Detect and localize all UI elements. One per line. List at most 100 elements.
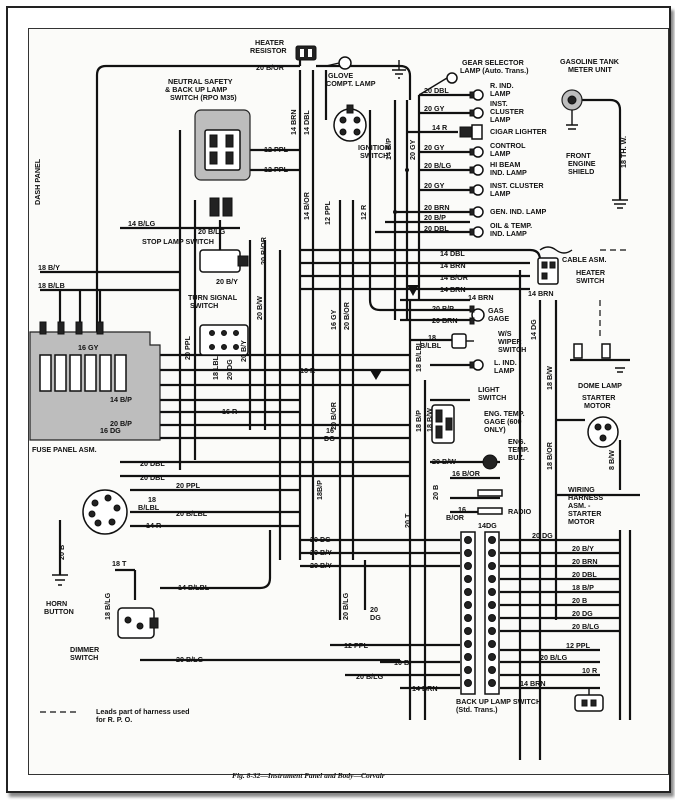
wl-20by-c: 20 B/Y: [310, 548, 332, 557]
legend-note-1: Leads part of harness used: [96, 707, 189, 716]
label-front-3: SHIELD: [568, 167, 594, 176]
wl-20bg-v: 20 B/LG: [341, 592, 350, 620]
connector-pin: [464, 575, 472, 583]
wl-18bw-v: 18 B/W: [545, 366, 554, 390]
wl-20bw-2: 20 B/W: [432, 457, 456, 466]
component-labels: HEATER RESISTOR NEUTRAL SAFETY & BACK UP…: [32, 38, 622, 714]
wl-20b-r: 20 B: [572, 596, 587, 605]
label-gear-1: GEAR SELECTOR: [462, 58, 525, 67]
wl-12r-v: 12 R: [359, 204, 368, 220]
label-neutral-1: NEUTRAL SAFETY: [168, 77, 233, 86]
label-lind-1: L. IND.: [494, 358, 517, 367]
label-cable-asm: CABLE ASM.: [562, 255, 606, 264]
connector-pin: [464, 653, 472, 661]
wl-20gy-b: 20 GY: [424, 143, 445, 152]
label-horn-2: BUTTON: [44, 607, 74, 616]
label-starter-2: MOTOR: [584, 401, 611, 410]
front-engine-shield: [612, 199, 628, 209]
label-gear-2: LAMP (Auto. Trans.): [460, 66, 529, 75]
label-turn-2: SWITCH: [190, 301, 218, 310]
gas-gage: [469, 305, 485, 325]
wl-20gy-v: 20 GY: [408, 139, 417, 160]
label-dimmer-1: DIMMER: [70, 645, 100, 654]
label-harness-1: WIRING: [568, 485, 595, 494]
wl-10b: 10 B: [394, 658, 409, 667]
wl-14brn-c: 14 BRN: [468, 293, 494, 302]
label-eng-temp-1: ENG. TEMP.: [484, 409, 525, 418]
wl-18by: 18 B/Y: [38, 263, 60, 272]
wl-20blg-a: 20 B/LG: [424, 161, 452, 170]
label-front-1: FRONT: [566, 151, 591, 160]
wl-18bp-v: 18 B/P: [414, 410, 423, 432]
label-eng-temp-2: GAGE (600: [484, 417, 522, 426]
label-cigar: CIGAR LIGHTER: [490, 127, 548, 136]
wl-14blg-a: 14 B/LG: [128, 219, 156, 228]
wl-16dg-b: DG: [324, 434, 335, 443]
connector-pin: [464, 562, 472, 570]
connector-pin: [488, 666, 496, 674]
back-up-lamp-switch: [574, 688, 604, 712]
wl-12ppl-low: 12 PPL: [344, 641, 369, 650]
connector-body: [484, 531, 500, 695]
connector-pin: [464, 640, 472, 648]
label-gen-ind: GEN. IND. LAMP: [490, 207, 547, 216]
wl-12ppl-v: 12 PPL: [323, 200, 332, 225]
label-lind-2: LAMP: [494, 366, 515, 375]
wl-14brn-low: 14 BRN: [412, 684, 438, 693]
label-stop-lamp: STOP LAMP SWITCH: [142, 237, 214, 246]
wl-18bw: 18 B/W: [425, 408, 434, 432]
neutral-safety-switch: [194, 109, 251, 217]
wl-20b-horn: 20 B: [57, 545, 66, 560]
wl-16r: 16 R: [300, 366, 316, 375]
wl-14brn-v: 14 BRN: [289, 109, 298, 135]
wl-18blg-v: 18 B/LG: [103, 592, 112, 620]
wl-20blg-l: 20 B/LG: [176, 655, 204, 664]
connector-pin: [488, 588, 496, 596]
connector-pin: [488, 640, 496, 648]
indicator-lamps: [459, 89, 484, 238]
wl-18blbl-l2: B/LBL: [138, 503, 160, 512]
heater-switch: [537, 257, 559, 285]
label-hibeam-1: HI BEAM: [490, 160, 520, 169]
wl-14dbl-v: 14 DBL: [302, 110, 311, 135]
wl-18blbl: 18: [428, 333, 436, 342]
label-neutral-3: SWITCH (RPO M35): [170, 93, 237, 102]
wl-20blg-r: 20 B/LG: [572, 622, 600, 631]
label-wiper-3: SWITCH: [498, 345, 526, 354]
connector-pin: [488, 562, 496, 570]
label-inst-2: CLUSTER: [490, 107, 525, 116]
wl-20dbl-l2: 20 DBL: [140, 473, 165, 482]
wl-20bp-a: 20 B/P: [424, 213, 446, 222]
connector-pin: [464, 679, 472, 687]
wl-20dg-c: 20 DG: [310, 535, 331, 544]
wl-20bor-c: 20 B/OR: [329, 401, 338, 430]
wire-14blbl: [160, 530, 272, 590]
wl-20bor-top: 20 B/OR: [256, 63, 285, 72]
cable-asm: [539, 246, 573, 254]
dimmer-switch: [117, 607, 159, 639]
wl-20gy-c: 20 GY: [424, 181, 445, 190]
wl-14bp-v: 14 B/P: [384, 138, 393, 160]
label-oil-1: OIL & TEMP.: [490, 221, 532, 230]
wl-20bor-v2: 20 B/OR: [342, 301, 351, 330]
connector-pin: [464, 601, 472, 609]
wl-12ppl-r: 12 PPL: [566, 641, 591, 650]
harness-connector-left: [460, 531, 476, 695]
gasoline-tank-meter-unit: [561, 89, 583, 130]
wl-20by-c2: 20 B/Y: [310, 561, 332, 570]
label-ignition-2: SWITCH: [360, 151, 388, 160]
ignition-switch: [333, 104, 367, 142]
wl-14bor-v: 14 B/OR: [302, 191, 311, 220]
connector-pin: [488, 614, 496, 622]
wl-14dg-v: 14 DG: [529, 319, 538, 340]
wl-20dbl-b: 20 DBL: [424, 224, 449, 233]
label-wiper-1: W/S: [498, 329, 512, 338]
dome-lamp: [573, 343, 625, 373]
connector-pin: [464, 614, 472, 622]
label-hibeam-2: IND. LAMP: [490, 168, 527, 177]
label-r-ind-1: R. IND.: [490, 81, 514, 90]
wire-12r: [368, 110, 400, 312]
wl-20blbl-l: 20 B/LBL: [176, 509, 208, 518]
wl-20dbl-r: 20 DBL: [572, 570, 597, 579]
wl-18bp-r: 18 B/P: [572, 583, 594, 592]
